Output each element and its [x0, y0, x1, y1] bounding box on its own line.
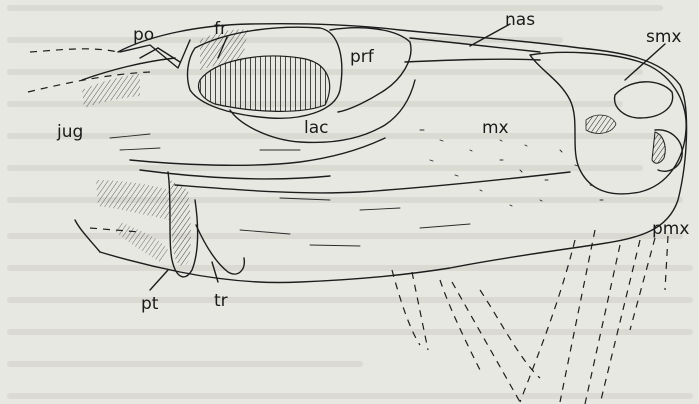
label-pmx: pmx — [652, 219, 689, 239]
label-fr: fr — [214, 19, 227, 39]
label-lac: lac — [304, 118, 329, 138]
label-smx: smx — [646, 27, 681, 47]
label-pt: pt — [141, 294, 159, 314]
label-nas: nas — [505, 10, 535, 30]
label-mx: mx — [482, 118, 509, 138]
label-tr: tr — [214, 291, 228, 311]
label-prf: prf — [350, 47, 375, 67]
label-po: po — [133, 25, 154, 45]
skull-outline — [75, 24, 687, 290]
label-jug: jug — [56, 122, 83, 142]
